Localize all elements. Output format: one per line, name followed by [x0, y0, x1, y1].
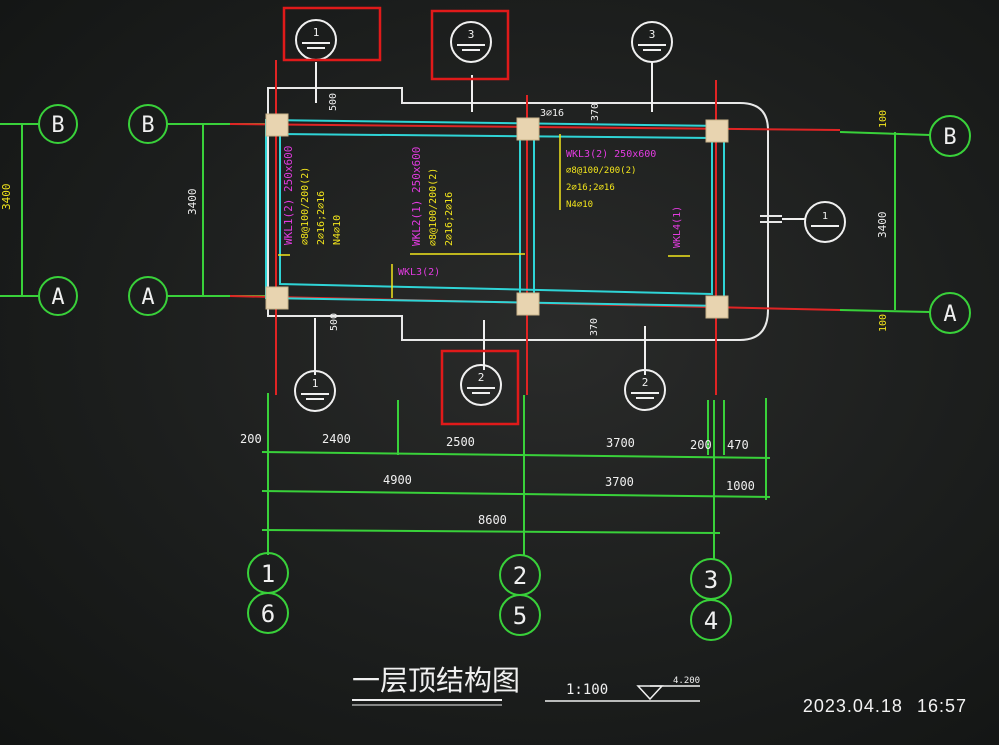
wkl3-short-label: WKL3(2) — [398, 267, 440, 278]
columns — [265, 113, 729, 319]
column-1b — [265, 113, 289, 137]
wkl3-stirrup: ⌀8@100/200(2) — [566, 166, 636, 176]
dimension-texts: 200 2400 2500 3700 200 470 4900 3700 100… — [240, 432, 755, 527]
elevation-mark-icon — [636, 685, 664, 701]
grid-3: 3 — [704, 566, 718, 594]
section-2-bottom-label: 2 — [478, 371, 485, 384]
dim-100-bottom: 100 — [878, 314, 889, 332]
highlight-box-section-2 — [440, 349, 520, 426]
photo-timestamp: 2023.04.18 16:57 — [789, 696, 967, 717]
dim-3400-left: 3400 — [186, 189, 199, 216]
left-dim-3400: 3400 — [0, 184, 13, 211]
grid-b-left: B — [141, 113, 154, 138]
section-1-top-label: 1 — [313, 26, 320, 39]
highlight-box-section-3 — [430, 9, 510, 81]
column-1a — [265, 286, 289, 310]
dim-2500: 2500 — [446, 435, 475, 449]
highlight-box-section-1 — [282, 6, 382, 62]
left-grid-a: A — [51, 285, 64, 310]
wkl1-label: WKL1(2) 250x600 — [282, 146, 295, 245]
dim-500-top: 500 — [328, 93, 339, 111]
grid-1: 1 — [261, 560, 275, 588]
elevation-value: 4.200 — [673, 676, 700, 686]
drawing-scale: 1:100 — [566, 682, 608, 698]
column-2b — [516, 117, 540, 141]
column-2a — [516, 292, 540, 316]
section-3-top-label: 3 — [468, 28, 475, 41]
section-1-right-label: 1 — [822, 211, 828, 222]
dim-200-left: 200 — [240, 432, 262, 446]
grid-5: 5 — [513, 602, 527, 630]
wkl4-label: WKL4(1) — [672, 206, 683, 248]
dim-470: 470 — [727, 438, 749, 452]
wkl3-bars: 2⌀16;2⌀16 — [566, 183, 615, 193]
wkl1-side: N4⌀10 — [332, 215, 343, 245]
dim-3700-lower: 3700 — [605, 475, 634, 489]
dimension-lines — [261, 393, 771, 560]
wkl2-stirrup: ⌀8@100/200(2) — [428, 168, 439, 246]
section-3-top-right-label: 3 — [649, 28, 656, 41]
wkl2-bars: 2⌀16;2⌀16 — [444, 192, 455, 246]
grid-a-left: A — [141, 285, 154, 310]
dim-200-right: 200 — [690, 438, 712, 452]
left-grid-b: B — [51, 113, 64, 138]
grid-b-right: B — [943, 125, 956, 150]
grid-axis-right: 100 3400 100 B A — [839, 110, 971, 334]
section-marks-top — [295, 19, 673, 112]
drawing-title: 一层顶结构图 — [352, 664, 520, 697]
grid-a-right: A — [943, 302, 956, 327]
slab-outline — [267, 87, 782, 341]
dim-500-bottom: 500 — [329, 313, 340, 331]
wkl3-side: N4⌀10 — [566, 200, 593, 210]
section-mark-right — [782, 201, 846, 243]
wkl3-label: WKL3(2) 250x600 — [566, 149, 656, 160]
beam-annotations: WKL1(2) 250x600 ⌀8@100/200(2) 2⌀16;2⌀16 … — [278, 134, 690, 298]
section-1-bottom-label: 1 — [312, 377, 319, 390]
dim-370-top: 370 — [590, 103, 601, 121]
grid-axis-left: B A 3400 — [128, 104, 270, 316]
wkl2-label: WKL2(1) 250x600 — [410, 147, 423, 246]
left-partial-plan: 3400 B A — [0, 104, 78, 316]
top-bar-note: 3⌀16 — [540, 108, 564, 119]
section-marks-bottom — [294, 318, 666, 412]
dim-3400-right: 3400 — [876, 212, 889, 239]
section-2-bottom-right-label: 2 — [642, 376, 649, 389]
timestamp-date: 2023.04.18 — [802, 696, 903, 716]
column-3a — [705, 295, 729, 319]
wkl1-stirrup: ⌀8@100/200(2) — [300, 167, 311, 245]
beam-outline — [265, 118, 725, 308]
grid-number-texts: 1 6 2 5 3 4 — [261, 560, 718, 635]
grid-4: 4 — [704, 607, 718, 635]
column-3b — [705, 119, 729, 143]
wkl1-bars: 2⌀16;2⌀16 — [316, 191, 327, 245]
grid-numbers-bottom — [247, 552, 732, 641]
dim-4900: 4900 — [383, 473, 412, 487]
dim-3700-upper: 3700 — [606, 436, 635, 450]
dim-100-top: 100 — [878, 110, 889, 128]
dim-370-bottom: 370 — [589, 318, 600, 336]
grid-6: 6 — [261, 600, 275, 628]
dim-1000: 1000 — [726, 479, 755, 493]
dim-2400: 2400 — [322, 432, 351, 446]
timestamp-time: 16:57 — [916, 696, 967, 716]
dim-8600: 8600 — [478, 513, 507, 527]
grid-2: 2 — [513, 562, 527, 590]
